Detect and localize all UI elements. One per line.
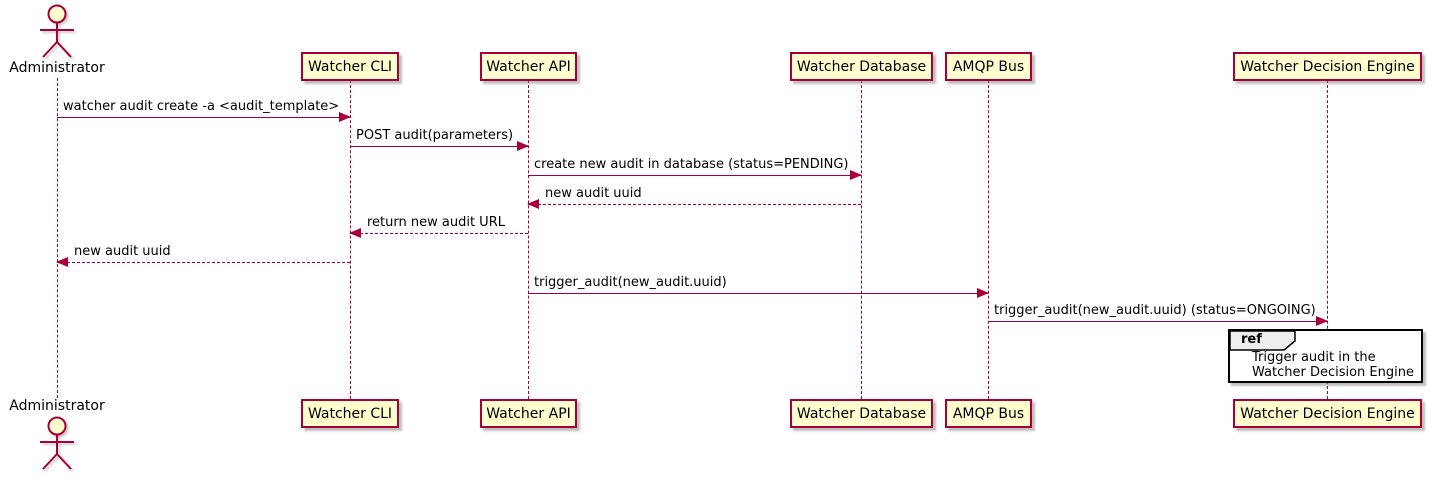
message-trigger-audit: trigger_audit(new_audit.uuid) [528,272,989,298]
participant-watcher-api-top: Watcher API [480,52,577,81]
participant-watcher-api-bottom: Watcher API [480,399,577,428]
lifeline-amqp-bus [988,80,989,399]
message-new-audit-uuid-db: new audit uuid [527,183,861,209]
ref-text-line-1: Trigger audit in the [1252,350,1376,365]
arrowhead-left-icon [56,257,68,267]
message-label: create new audit in database (status=PEN… [534,157,849,172]
message-trigger-audit-ongoing: trigger_audit(new_audit.uuid) (status=ON… [988,300,1328,326]
ref-keyword: ref [1241,332,1262,347]
actor-label-bottom: Administrator [9,398,105,414]
arrowhead-left-icon [349,228,361,238]
participant-watcher-cli-top: Watcher CLI [301,52,399,81]
message-label: new audit uuid [545,186,642,201]
message-audit-create: watcher audit create -a <audit_template> [57,96,351,122]
ref-body: Trigger audit in the Watcher Decision En… [1230,331,1421,380]
participant-watcher-decision-engine-bottom: Watcher Decision Engine [1233,399,1422,428]
lifeline-watcher-cli [350,80,351,399]
message-label: POST audit(parameters) [356,128,514,143]
message-label: watcher audit create -a <audit_template> [63,99,340,114]
actor-label-top: Administrator [9,60,105,76]
participant-watcher-decision-engine-top: Watcher Decision Engine [1233,52,1422,81]
actor-icon [40,416,74,470]
participant-watcher-cli-bottom: Watcher CLI [301,399,399,428]
ref-header-pentagon [1229,330,1296,351]
lifeline-watcher-api [528,80,529,399]
message-label: return new audit URL [367,215,505,230]
lifeline-watcher-database [861,80,862,399]
message-label: trigger_audit(new_audit.uuid) [534,275,727,290]
message-label: new audit uuid [74,244,171,259]
arrowhead-right-icon [517,141,529,151]
message-create-audit-db: create new audit in database (status=PEN… [528,154,862,180]
actor-icon [40,4,74,58]
ref-fragment: ref Trigger audit in the Watcher Decisio… [1228,329,1423,383]
arrowhead-right-icon [850,170,862,180]
lifeline-watcher-decision-engine [1327,80,1328,399]
message-label: trigger_audit(new_audit.uuid) (status=ON… [994,303,1316,318]
message-post-audit: POST audit(parameters) [350,125,529,151]
arrowhead-right-icon [1316,316,1328,326]
arrowhead-right-icon [977,288,989,298]
ref-text-line-2: Watcher Decision Engine [1252,365,1414,380]
participant-watcher-database-top: Watcher Database [790,52,933,81]
message-new-audit-uuid-admin: new audit uuid [56,241,350,267]
arrowhead-right-icon [339,112,351,122]
message-return-audit-url: return new audit URL [349,212,528,238]
arrowhead-left-icon [527,199,539,209]
lifeline-administrator [57,78,58,398]
participant-amqp-bus-bottom: AMQP Bus [945,399,1032,428]
participant-amqp-bus-top: AMQP Bus [945,52,1032,81]
participant-watcher-database-bottom: Watcher Database [790,399,933,428]
